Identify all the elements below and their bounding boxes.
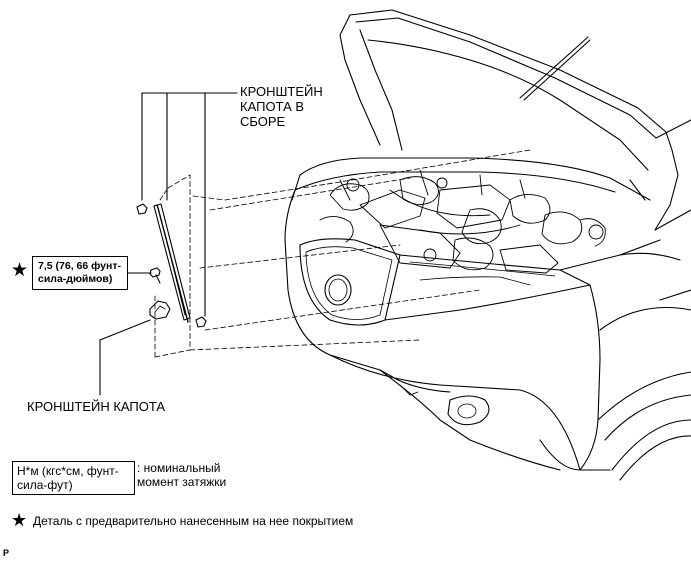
hood-support-parts [99,92,238,396]
hood-support-label: КРОНШТЕЙН КАПОТА [27,399,166,414]
alignment-lines [154,149,531,358]
hood-clip [136,203,148,215]
diagram-code: P [3,548,10,558]
units-legend-box: Н*м (кгс*см, фунт- сила-фут) [12,461,135,495]
units-legend-description: : номинальный момент затяжки [137,461,227,489]
vehicle-illustration [284,9,691,481]
precoated-star-icon: ★ [11,510,28,530]
hood-gas-strut [156,204,189,323]
torque-spec-callout: 7,5 (76, 66 фунт- сила-дюймов) [32,256,128,290]
torque-star-icon: ★ [11,260,29,281]
hood-support-bracket [149,300,171,320]
hood-support-assy-label: КРОНШТЕЙН КАПОТА В СБОРЕ [240,84,323,129]
bracket-bolt [149,267,161,278]
precoated-part-note: Деталь с предварительно нанесенным на не… [33,514,354,528]
